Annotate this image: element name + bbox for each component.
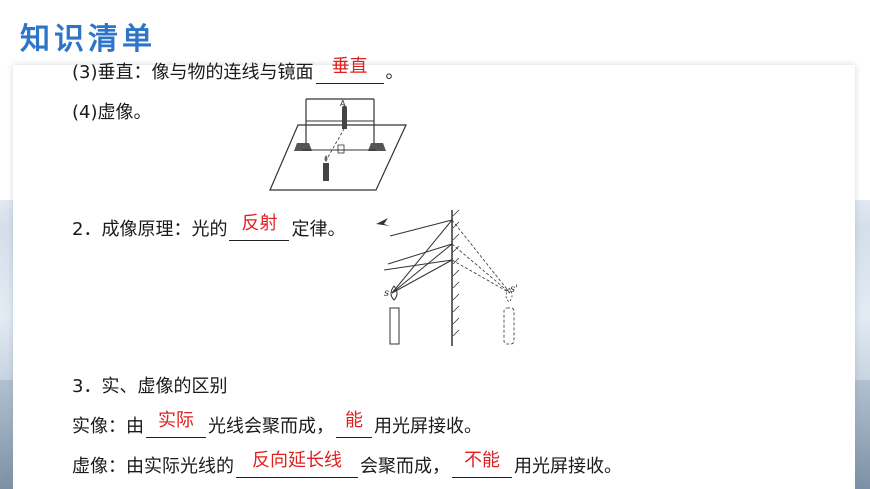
real-image-middle: 光线会聚而成， — [208, 416, 334, 437]
real-image-prefix: 实像：由 — [72, 416, 144, 437]
principle-suffix: 定律。 — [291, 219, 346, 240]
virtual-image-blank-2: 不能 — [452, 451, 512, 478]
virtual-image-suffix: 用光屏接收。 — [514, 456, 622, 477]
difference-heading: 3．实、虚像的区别 — [72, 376, 228, 397]
mirror-experiment-diagram: A — [269, 98, 407, 191]
perpendicular-answer: 垂直 — [331, 56, 368, 77]
virtual-image-answer-2: 不能 — [464, 450, 500, 471]
label-a: A — [340, 99, 346, 108]
perpendicular-line: (3)垂直：像与物的连线与镜面垂直。 — [72, 57, 404, 84]
virtual-image-prefix: 虚像：由实际光线的 — [72, 456, 234, 477]
perpendicular-blank: 垂直 — [315, 57, 384, 84]
principle-blank: 反射 — [229, 214, 290, 241]
label-s: s — [384, 288, 389, 299]
principle-answer: 反射 — [241, 213, 278, 234]
perpendicular-prefix: (3)垂直：像与物的连线与镜面 — [72, 62, 314, 83]
real-image-line: 实像：由实际光线会聚而成， 能用光屏接收。 — [72, 411, 482, 438]
content-card — [13, 65, 855, 489]
real-image-blank-2: 能 — [336, 411, 372, 438]
label-s-prime: s' — [510, 284, 518, 295]
virtual-image-line: 虚像：由实际光线的反向延长线会聚而成， 不能用光屏接收。 — [72, 451, 622, 478]
real-image-suffix: 用光屏接收。 — [374, 416, 482, 437]
virtual-image-middle: 会聚而成， — [360, 456, 450, 477]
real-image-answer-2: 能 — [345, 410, 363, 431]
real-image-answer-1: 实际 — [158, 410, 194, 431]
principle-line: 2．成像原理：光的反射定律。 — [72, 214, 346, 241]
virtual-image-blank-1: 反向延长线 — [236, 451, 358, 478]
principle-prefix: 2．成像原理：光的 — [72, 219, 228, 240]
virtual-image-answer-1: 反向延长线 — [252, 450, 342, 471]
virtual-image-note: (4)虚像。 — [72, 102, 152, 123]
perpendicular-suffix: 。 — [385, 62, 404, 83]
page-title: 知识清单 — [20, 22, 156, 57]
real-image-blank-1: 实际 — [146, 411, 206, 438]
reflection-diagram: s s' — [376, 209, 518, 346]
